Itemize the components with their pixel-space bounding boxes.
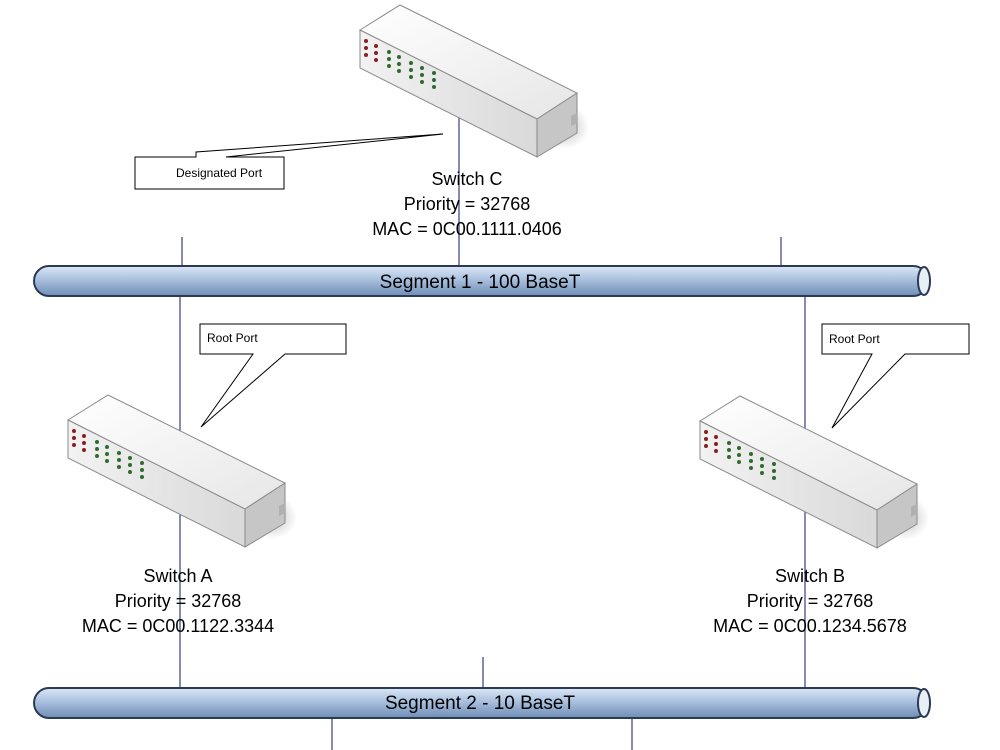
switch-c-priority: Priority = 32768 (404, 194, 531, 214)
root-port-a-callout-text: Root Port (207, 331, 258, 345)
segment-2-label: Segment 2 - 10 BaseT (385, 693, 575, 714)
designated-port-callout: Designated Port (134, 133, 444, 190)
root-port-b-callout-shape (821, 323, 970, 429)
switch-c-name: Switch C (431, 169, 502, 189)
network-switch-icon (699, 395, 930, 549)
designated-port-callout-shape (134, 133, 444, 190)
switch-b-name: Switch B (775, 566, 845, 586)
segment-1: Segment 1 - 100 BaseT (33, 265, 931, 297)
segment-1-pipe-end (917, 266, 931, 296)
segment-2-pipe-end (917, 688, 931, 718)
switch-a-name: Switch A (143, 566, 212, 586)
segment-2: Segment 2 - 10 BaseT (33, 687, 931, 719)
switch-a-priority: Priority = 32768 (115, 591, 242, 611)
segment-1-label: Segment 1 - 100 BaseT (380, 272, 581, 293)
root-port-a-callout: Root Port (199, 323, 347, 428)
root-port-a-callout-shape (199, 323, 347, 428)
root-port-b-callout-text: Root Port (829, 332, 880, 346)
switch-b-priority: Priority = 32768 (747, 591, 874, 611)
switch-a-mac: MAC = 0C00.1122.3344 (82, 616, 274, 636)
network-switch-icon (359, 4, 590, 158)
switch-c-mac: MAC = 0C00.1111.0406 (372, 219, 562, 239)
root-port-b-callout: Root Port (821, 323, 970, 429)
switch-c: Switch C Priority = 32768 MAC = 0C00.111… (359, 4, 590, 239)
switch-b: Switch B Priority = 32768 MAC = 0C00.123… (699, 395, 930, 636)
network-switch-icon (67, 394, 298, 548)
switch-b-mac: MAC = 0C00.1234.5678 (713, 616, 907, 636)
designated-port-callout-text: Designated Port (176, 166, 263, 180)
switch-a: Switch A Priority = 32768 MAC = 0C00.112… (67, 394, 298, 636)
